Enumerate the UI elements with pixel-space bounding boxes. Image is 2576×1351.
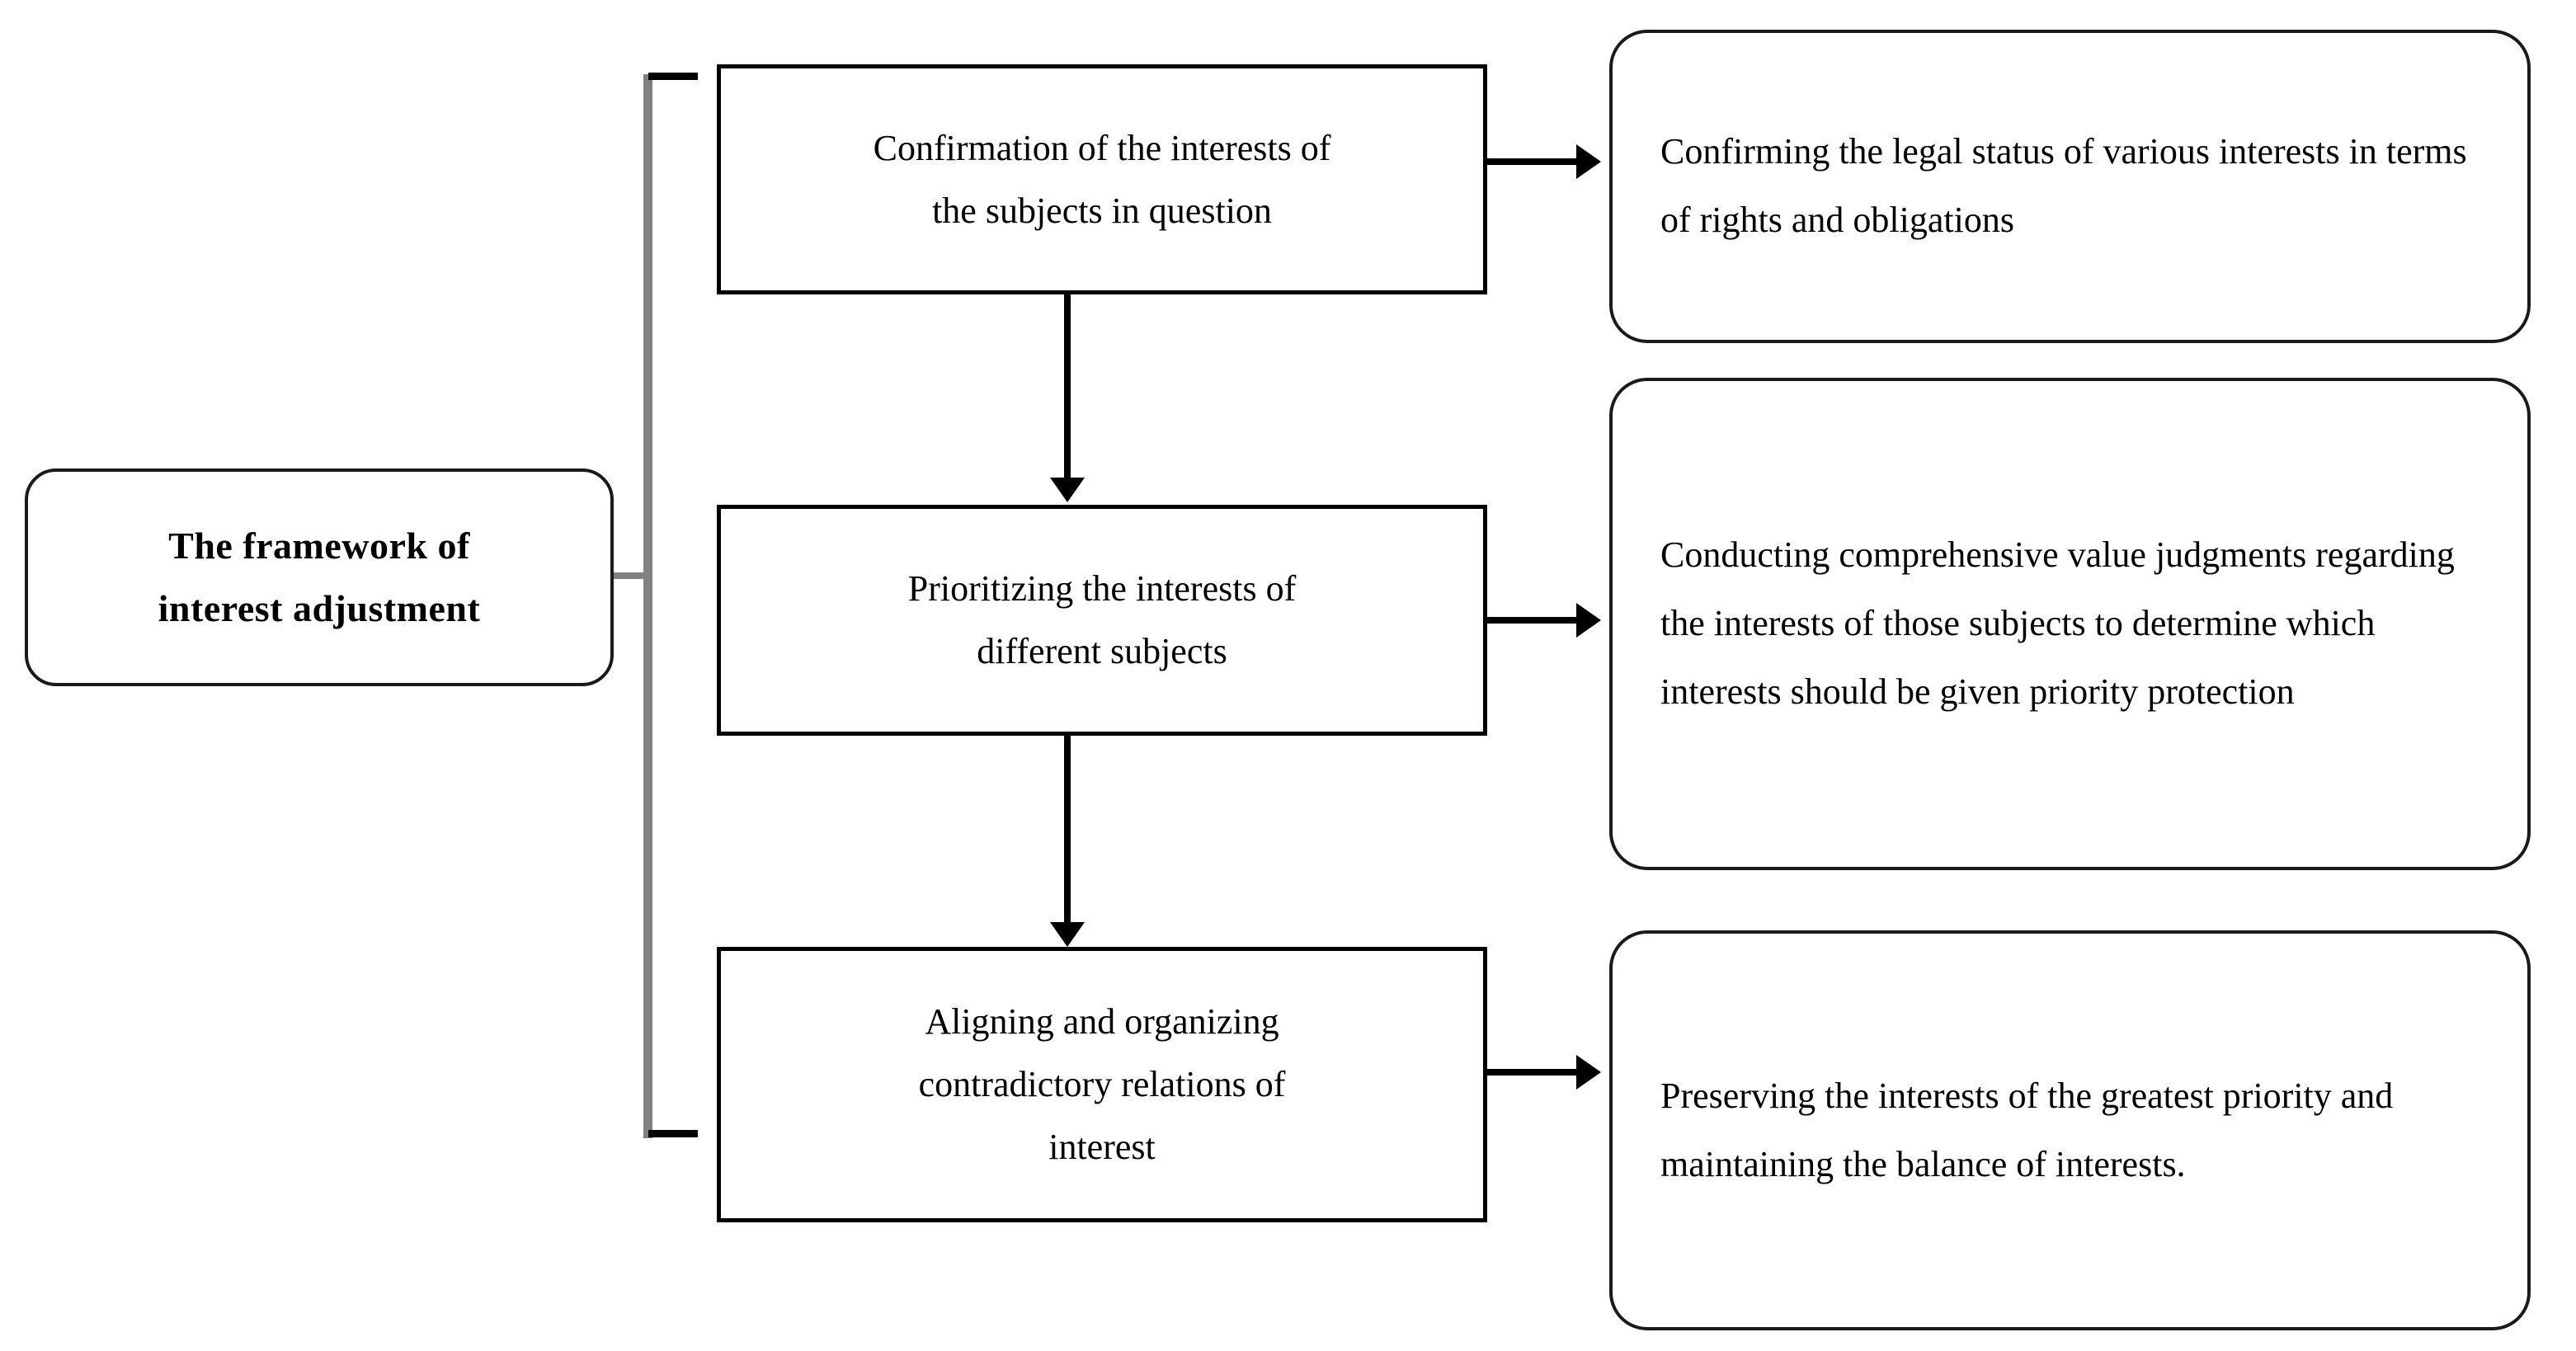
arrow-step1-to-step2-head — [1050, 478, 1085, 502]
bracket-bottom-arm — [648, 1130, 698, 1137]
step-node-1-label: Confirmation of the interests of the sub… — [873, 127, 1331, 231]
step-node-2-label: Prioritizing the interests of different … — [907, 568, 1297, 671]
root-node-framework[interactable]: The framework of interest adjustment — [25, 468, 614, 686]
arrow-step1-to-step2-line — [1064, 294, 1071, 478]
arrow-step3-to-detail3-line — [1487, 1069, 1576, 1076]
detail-node-1[interactable]: Confirming the legal status of various i… — [1609, 30, 2531, 343]
bracket-root-stub — [614, 572, 648, 579]
detail-node-3-label: Preserving the interests of the greatest… — [1660, 1075, 2394, 1184]
arrow-step1-to-detail1-head — [1576, 144, 1601, 179]
detail-node-2[interactable]: Conducting comprehensive value judgments… — [1609, 378, 2531, 870]
arrow-step2-to-step3-line — [1064, 736, 1071, 922]
detail-node-2-label: Conducting comprehensive value judgments… — [1660, 534, 2455, 712]
root-node-label: The framework of interest adjustment — [158, 525, 481, 629]
arrow-step2-to-detail2-head — [1576, 603, 1601, 638]
arrow-step2-to-step3-head — [1050, 922, 1085, 947]
arrow-step1-to-detail1-line — [1487, 158, 1576, 165]
arrow-step3-to-detail3-head — [1576, 1055, 1601, 1090]
arrow-step2-to-detail2-line — [1487, 617, 1576, 624]
step-node-1[interactable]: Confirmation of the interests of the sub… — [717, 64, 1487, 294]
detail-node-3[interactable]: Preserving the interests of the greatest… — [1609, 930, 2531, 1330]
step-node-2[interactable]: Prioritizing the interests of different … — [717, 505, 1487, 736]
bracket-top-arm — [648, 73, 698, 80]
bracket-vertical-spine — [643, 74, 652, 1138]
step-node-3[interactable]: Aligning and organizing contradictory re… — [717, 947, 1487, 1222]
detail-node-1-label: Confirming the legal status of various i… — [1660, 131, 2467, 240]
step-node-3-label: Aligning and organizing contradictory re… — [918, 1001, 1286, 1167]
